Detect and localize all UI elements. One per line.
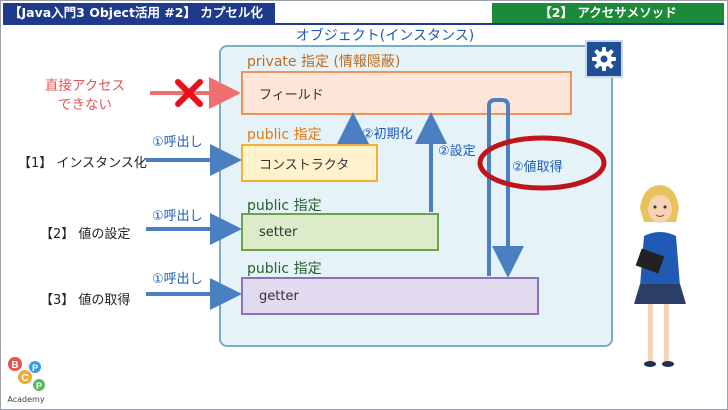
- svg-text:P: P: [32, 363, 38, 373]
- highlight-ring: [477, 135, 607, 191]
- no-access-line2: できない: [58, 97, 112, 113]
- private-label: private 指定 (情報隠蔽): [247, 54, 401, 70]
- get-label: ②値取得: [512, 160, 563, 175]
- presenter-illustration: [634, 185, 686, 367]
- init-label: ②初期化: [362, 127, 413, 142]
- svg-text:B: B: [11, 360, 18, 371]
- setter-box: setter: [241, 213, 439, 251]
- page-title: 【Java入門3 Object活用 #2】 カプセル化: [3, 3, 275, 23]
- no-access-label: 直接アクセス できない: [20, 77, 150, 115]
- call-label-1: ①呼出し: [152, 135, 203, 150]
- constructor-public-label: public 指定: [247, 127, 322, 143]
- academy-logo: B C P P Academy: [5, 355, 47, 407]
- logo-mark: B C P P: [8, 357, 45, 391]
- cross-icon: [175, 79, 203, 107]
- call-label-3: ①呼出し: [152, 272, 203, 287]
- getter-public-label: public 指定: [247, 261, 322, 277]
- set-label: ②設定: [438, 144, 476, 159]
- get-arrow: [487, 98, 524, 278]
- header-divider: [3, 23, 724, 25]
- instantiate-label: 【1】 インスタンス化: [18, 156, 147, 171]
- gear-icon[interactable]: [585, 40, 623, 78]
- no-access-line1: 直接アクセス: [44, 78, 126, 94]
- set-value-label: 【2】 値の設定: [40, 227, 131, 242]
- call-label-2: ①呼出し: [152, 209, 203, 224]
- svg-text:P: P: [36, 381, 42, 391]
- getter-box: getter: [241, 277, 539, 315]
- get-value-label: 【3】 値の取得: [40, 293, 131, 308]
- setter-public-label: public 指定: [247, 198, 322, 214]
- logo-text: Academy: [7, 395, 45, 404]
- field-box: フィールド: [241, 71, 572, 115]
- instance-label: オブジェクト(インスタンス): [295, 28, 475, 44]
- svg-text:C: C: [21, 373, 28, 384]
- section-title: 【2】 アクセサメソッド: [492, 3, 724, 23]
- constructor-box: コンストラクタ: [241, 144, 378, 182]
